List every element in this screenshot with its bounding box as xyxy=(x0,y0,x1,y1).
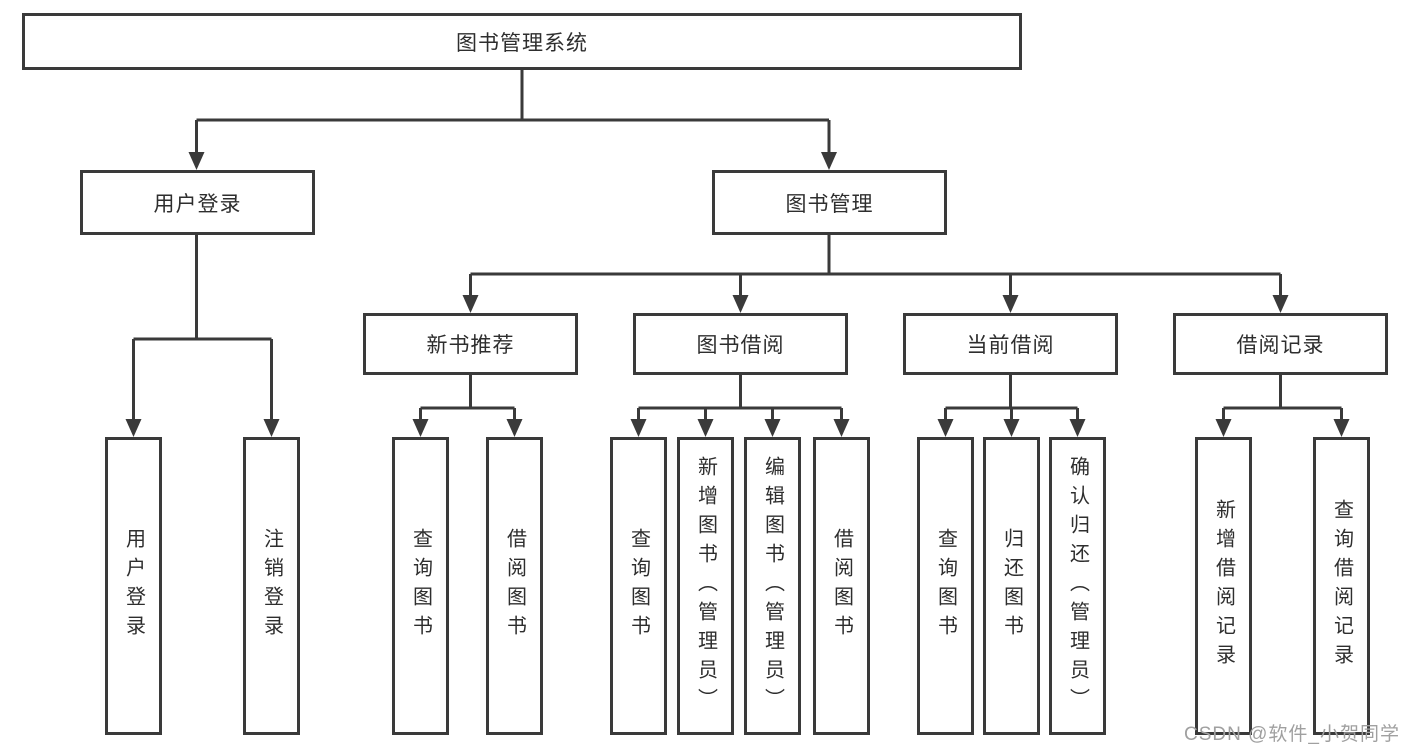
node-label: 用户登录 xyxy=(153,192,242,216)
node-label: 图书管理 xyxy=(785,192,874,216)
node-root-system: 图书管理系统 xyxy=(22,13,1022,70)
node-label: 编辑图书（管理员） xyxy=(761,455,784,717)
leaf-query-books-recommend: 查询图书 xyxy=(392,437,449,735)
leaf-query-borrow-record: 查询借阅记录 xyxy=(1313,437,1370,735)
arrow-down-icon xyxy=(188,152,205,170)
arrow-down-icon xyxy=(821,152,837,170)
leaf-add-books-admin: 新增图书（管理员） xyxy=(677,437,734,735)
arrow-down-icon xyxy=(833,419,850,437)
connector-bookmgmt-to-level3 xyxy=(462,235,1289,313)
arrow-down-icon xyxy=(732,295,749,313)
node-borrow-records: 借阅记录 xyxy=(1173,313,1388,375)
leaf-return-books: 归还图书 xyxy=(983,437,1040,735)
node-label: 图书管理系统 xyxy=(456,31,588,55)
node-label: 借阅图书 xyxy=(830,528,853,644)
node-label: 查询图书 xyxy=(934,528,957,644)
node-label: 注销登录 xyxy=(260,528,283,644)
node-label: 归还图书 xyxy=(1000,528,1023,644)
node-label: 借阅图书 xyxy=(503,528,526,644)
connector-borrow-to-leaves xyxy=(630,375,850,437)
arrow-down-icon xyxy=(462,295,479,313)
arrow-down-icon xyxy=(697,419,714,437)
leaf-logout: 注销登录 xyxy=(243,437,300,735)
connector-newbooks-to-leaves xyxy=(412,375,523,437)
connector-userlogin-to-leaves xyxy=(125,235,280,437)
arrow-down-icon xyxy=(1069,419,1086,437)
arrow-down-icon xyxy=(125,419,142,437)
arrow-down-icon xyxy=(506,419,523,437)
leaf-borrow-books-recommend: 借阅图书 xyxy=(486,437,543,735)
node-label: 查询图书 xyxy=(409,528,432,644)
csdn-watermark: CSDN @软件_小贺同学 xyxy=(1184,724,1400,745)
node-book-borrow: 图书借阅 xyxy=(633,313,848,375)
arrow-down-icon xyxy=(263,419,280,437)
node-label: 新增借阅记录 xyxy=(1212,499,1235,673)
node-label: 借阅记录 xyxy=(1236,334,1325,357)
node-book-management: 图书管理 xyxy=(712,170,947,235)
arrow-down-icon xyxy=(764,419,781,437)
leaf-borrow-books: 借阅图书 xyxy=(813,437,870,735)
arrow-down-icon xyxy=(937,419,954,437)
node-current-borrow: 当前借阅 xyxy=(903,313,1118,375)
leaf-query-books-borrow: 查询图书 xyxy=(610,437,667,735)
leaf-confirm-return-admin: 确认归还（管理员） xyxy=(1049,437,1106,735)
arrow-down-icon xyxy=(1002,295,1019,313)
arrow-down-icon xyxy=(1333,419,1350,437)
arrow-down-icon xyxy=(1272,295,1289,313)
connector-current-to-leaves xyxy=(937,375,1086,437)
node-label: 当前借阅 xyxy=(966,334,1055,357)
node-label: 查询图书 xyxy=(627,528,650,644)
node-label: 新书推荐 xyxy=(426,334,515,357)
node-label: 查询借阅记录 xyxy=(1330,499,1353,673)
node-label: 新增图书（管理员） xyxy=(694,455,717,717)
node-new-book-recommend: 新书推荐 xyxy=(363,313,578,375)
node-label: 确认归还（管理员） xyxy=(1066,455,1089,717)
arrow-down-icon xyxy=(412,419,429,437)
leaf-query-books-current: 查询图书 xyxy=(917,437,974,735)
leaf-user-login: 用户登录 xyxy=(105,437,162,735)
node-label: 用户登录 xyxy=(122,528,145,644)
connector-root-to-level2 xyxy=(188,70,837,170)
node-label: 图书借阅 xyxy=(696,334,785,357)
leaf-edit-books-admin: 编辑图书（管理员） xyxy=(744,437,801,735)
leaf-add-borrow-record: 新增借阅记录 xyxy=(1195,437,1252,735)
arrow-down-icon xyxy=(1215,419,1232,437)
node-user-login: 用户登录 xyxy=(80,170,315,235)
arrow-down-icon xyxy=(1003,419,1020,437)
arrow-down-icon xyxy=(630,419,647,437)
connector-records-to-leaves xyxy=(1215,375,1350,437)
